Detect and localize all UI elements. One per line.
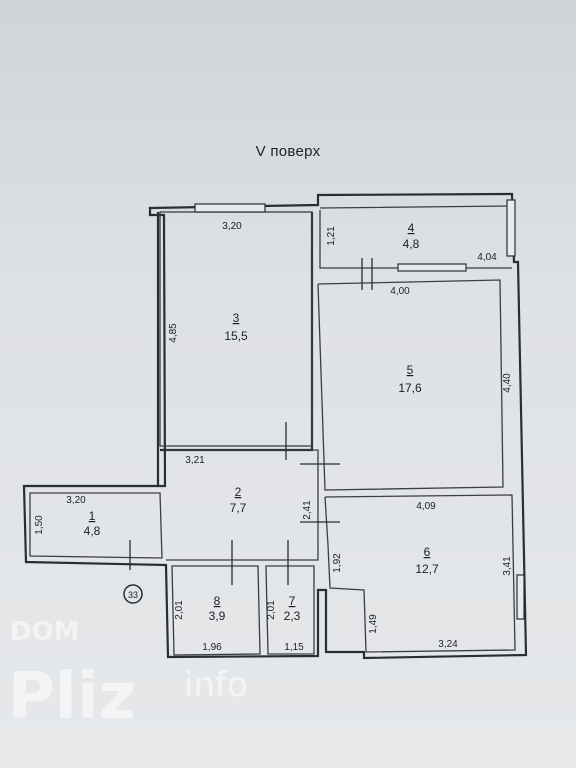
- dim-label: 1,96: [202, 642, 222, 653]
- room-1-area: 4,8: [84, 524, 101, 538]
- dim-label: 1,21: [326, 226, 337, 246]
- room-4-number: 4: [408, 221, 415, 235]
- door-marks: [129, 258, 373, 585]
- floor-title: V поверх: [255, 143, 321, 160]
- dim-label: 2,01: [266, 600, 277, 620]
- room-2-number: 2: [235, 485, 242, 499]
- dimension-labels: 3,20 1,21 4,04 4,00 4,85 4,40 3,21 3,20 …: [34, 221, 513, 653]
- dim-label: 1,92: [332, 553, 343, 573]
- window-loggia: [506, 199, 516, 257]
- room-7-area: 2,3: [284, 609, 301, 623]
- room-6-number: 6: [424, 545, 431, 559]
- watermark: DOM Pliz info: [8, 617, 248, 734]
- watermark-pliz: Pliz: [8, 660, 136, 734]
- dim-label: 4,85: [168, 323, 179, 343]
- dim-label: 3,41: [502, 556, 513, 576]
- room-5-number: 5: [407, 363, 414, 377]
- room-8-number: 8: [214, 594, 221, 608]
- room-3-area: 15,5: [224, 329, 248, 343]
- marker-circle: [123, 584, 143, 604]
- room-1-number: 1: [89, 509, 96, 523]
- dim-label: 3,20: [66, 495, 86, 506]
- dim-label: 3,21: [185, 455, 205, 466]
- windows: [194, 199, 525, 620]
- room-5-area: 17,6: [398, 381, 422, 395]
- dim-label: 4,09: [416, 501, 436, 512]
- dim-label: 4,00: [390, 286, 410, 297]
- marker-label: 33: [128, 590, 138, 600]
- dim-label: 1,49: [368, 614, 379, 634]
- dim-label: 4,40: [502, 373, 513, 393]
- dim-label: 1,15: [284, 642, 304, 653]
- room-8-area: 3,9: [209, 609, 226, 623]
- room-labels: 3 15,5 4 4,8 5 17,6 2 7,7 1 4,8 6 12,7 8…: [84, 221, 439, 623]
- dim-label: 3,24: [438, 639, 458, 650]
- watermark-dom: DOM: [10, 617, 80, 647]
- dim-label: 2,41: [302, 500, 313, 520]
- room-2-area: 7,7: [230, 501, 247, 515]
- watermark-info: info: [184, 665, 248, 705]
- window-room-6: [516, 574, 525, 620]
- window-room-3: [194, 203, 266, 213]
- window-room-4: [397, 263, 467, 272]
- dim-label: 3,20: [222, 221, 242, 232]
- room-4-area: 4,8: [403, 237, 420, 251]
- dim-label: 2,01: [174, 600, 185, 620]
- interior-walls: [29, 205, 516, 656]
- room-6-area: 12,7: [415, 562, 439, 576]
- room-7-number: 7: [289, 594, 296, 608]
- dim-label: 4,04: [477, 252, 497, 263]
- room-3-number: 3: [233, 311, 240, 325]
- dim-label: 1,50: [34, 515, 45, 535]
